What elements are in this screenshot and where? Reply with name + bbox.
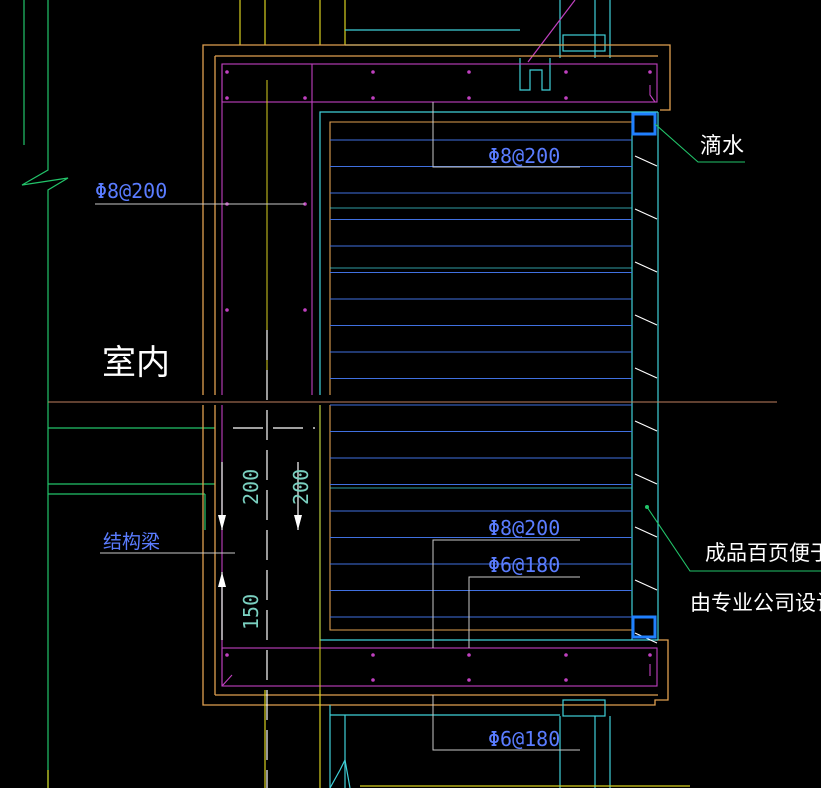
indoor-label: 室内	[102, 343, 170, 383]
dashed-axis-lines	[233, 330, 315, 788]
top-yellow-lines	[239, 0, 346, 45]
louver-note-point	[645, 505, 649, 509]
louver-note-line-2: 由专业公司设计	[690, 591, 821, 615]
louver-note-line-1: 成品百页便于	[705, 541, 821, 565]
louver-blade-tip	[634, 155, 658, 167]
dimension-arrows	[218, 515, 302, 587]
louver-blade-tip	[634, 420, 658, 432]
rebar-label-top: Φ8@200	[488, 144, 560, 168]
drip-label: 滴水	[700, 134, 744, 159]
dimension-200-a: 200	[239, 469, 263, 505]
louver-blade-tip	[634, 367, 658, 379]
bottom-cyan-lines	[329, 699, 611, 788]
rebar-leaders	[95, 102, 580, 751]
dimension-150: 150	[239, 594, 263, 630]
structural-beam-label: 结构梁	[103, 531, 160, 553]
louver-blade-tip	[634, 314, 658, 326]
rebar-dots	[225, 70, 652, 682]
louver-blades	[330, 139, 658, 644]
frame-outer-orange	[202, 44, 671, 706]
rebar-label-left: Φ8@200	[95, 179, 167, 203]
drip-box-bottom	[631, 615, 657, 639]
left-wall	[21, 0, 215, 788]
note-leaders	[646, 123, 821, 572]
drip-box-top	[631, 112, 657, 136]
louver-blade-tip	[634, 261, 658, 273]
dimension-200-b: 200	[289, 469, 313, 505]
rebar-frame-magenta	[221, 63, 658, 687]
rebar-label-bottom: Φ6@180	[488, 727, 560, 751]
top-leader-line	[527, 0, 576, 63]
louver-blade-tip	[634, 579, 658, 591]
louver-blade-tip	[634, 473, 658, 485]
rebar-label-lower-2: Φ6@180	[488, 553, 560, 577]
bottom-yellow-lines	[47, 690, 690, 788]
louver-blade-tip	[634, 526, 658, 538]
rebar-label-lower-1: Φ8@200	[488, 516, 560, 540]
window-frame-orange	[329, 121, 632, 631]
louver-blade-tip	[634, 208, 658, 220]
